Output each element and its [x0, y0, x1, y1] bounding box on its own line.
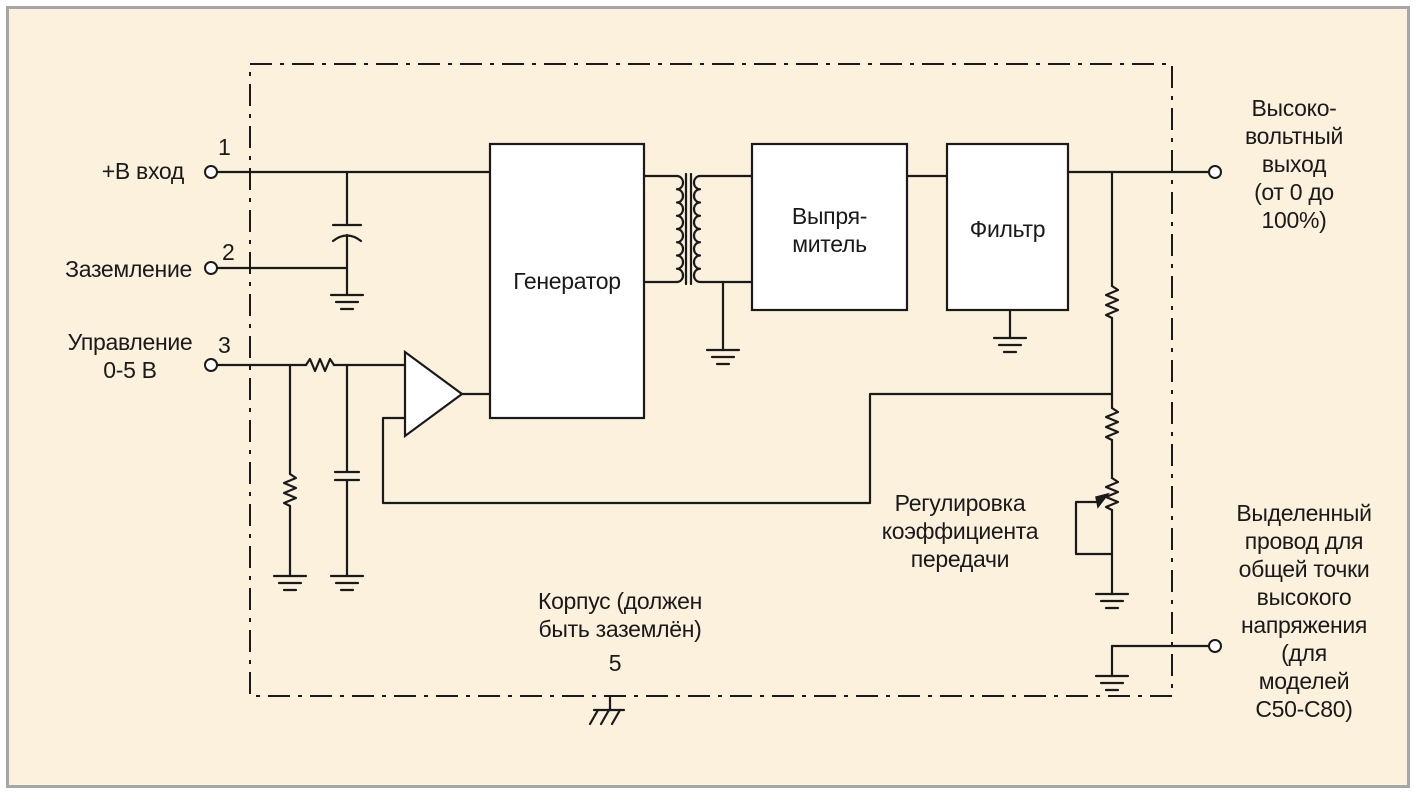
- ground-symbol-1: [329, 293, 365, 311]
- terminal-1-label: +В вход: [101, 158, 185, 184]
- hv-output-label: Высоко- вольтный выход (от 0 до 100%): [1244, 95, 1344, 233]
- terminal-3: [204, 358, 218, 372]
- terminal-hv-common: [1208, 639, 1222, 653]
- diagram-frame: [6, 6, 1410, 788]
- control-shunt-resistor: [272, 363, 308, 592]
- generator-block: [488, 142, 646, 420]
- hv-common-wire: [1094, 644, 1210, 692]
- gain-adjust-label: Регулировка коэффициента передачи: [881, 490, 1039, 572]
- generator-label: Генератор: [513, 268, 621, 294]
- control-shunt-capacitor: [329, 363, 365, 592]
- terminal-3-number: 3: [218, 332, 231, 358]
- rectifier-block: [750, 142, 909, 312]
- case-label: Корпус (должен быть заземлён): [537, 588, 703, 642]
- hv-common-label: Выделенный провод для общей точки высоко…: [1236, 500, 1372, 722]
- ground-symbol-filter: [992, 308, 1028, 354]
- rectifier-label: Выпря- митель: [791, 203, 868, 257]
- terminal-5-number: 5: [608, 650, 622, 676]
- input-capacitor: [331, 170, 363, 297]
- feedback-divider: [1094, 170, 1130, 610]
- case-outline: [249, 63, 1173, 697]
- filter-label: Фильтр: [969, 216, 1046, 242]
- terminal-2: [204, 261, 218, 275]
- control-series-resistor: [304, 357, 336, 373]
- op-amp: [403, 349, 464, 439]
- terminal-1-number: 1: [218, 134, 231, 160]
- terminal-1: [204, 165, 218, 179]
- transformer: [642, 172, 754, 366]
- filter-block: [945, 142, 1070, 312]
- terminal-3-label: Управление 0-5 В: [67, 329, 193, 383]
- terminal-2-number: 2: [222, 239, 235, 265]
- feedback-wire: [381, 392, 1114, 505]
- terminal-2-label: Заземление: [65, 256, 192, 282]
- gain-potentiometer-wiper: [1074, 492, 1114, 556]
- terminal-hv-output: [1208, 165, 1222, 179]
- chassis-ground-symbol: [588, 694, 626, 726]
